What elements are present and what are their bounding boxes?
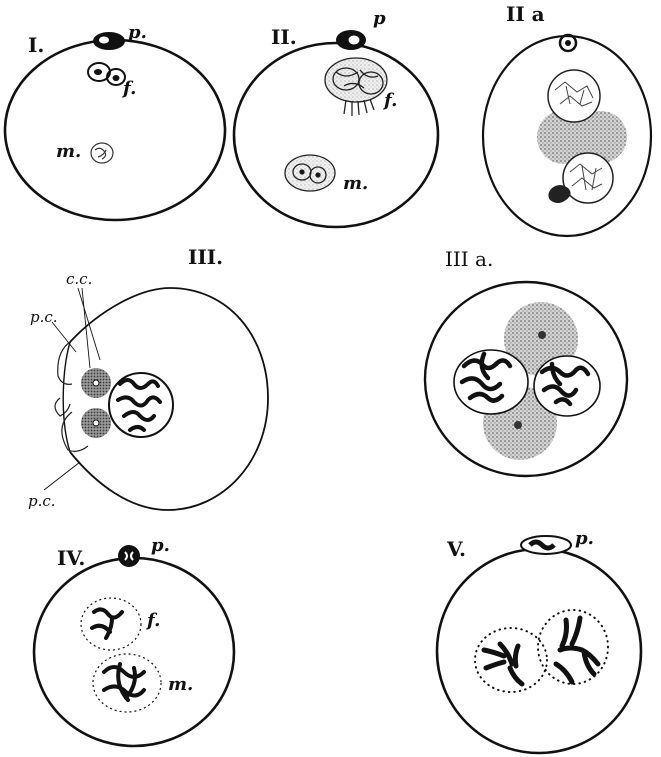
figure-number: V. bbox=[446, 537, 466, 561]
figure-5: V. p. bbox=[437, 528, 641, 753]
figure-3: III. c.c. p.c. p.c. bbox=[28, 245, 268, 510]
nucleus-bottom bbox=[563, 153, 613, 203]
figure-number: II a bbox=[506, 2, 545, 26]
figure-number: III. bbox=[188, 245, 223, 269]
daughter-nucleus-right bbox=[538, 610, 608, 684]
figure-4: IV. p. f. m. bbox=[34, 535, 234, 746]
nucleus-right bbox=[534, 356, 600, 416]
polar-body bbox=[93, 32, 125, 50]
label-female-pronucleus: f. bbox=[382, 90, 397, 111]
label-polar-body: p. bbox=[151, 535, 170, 556]
polar-cells bbox=[55, 342, 88, 451]
label-male-pronucleus: m. bbox=[56, 141, 81, 162]
male-pronucleus bbox=[93, 654, 161, 712]
figure-number: II. bbox=[271, 25, 297, 49]
male-pronucleus bbox=[285, 155, 335, 191]
figure-1: I. p. f. m. bbox=[5, 22, 225, 220]
figure-2: II. p f. m. bbox=[234, 8, 438, 227]
label-polar-body: p bbox=[373, 8, 386, 29]
label-polar-cell-bottom: p.c. bbox=[28, 492, 56, 510]
label-male-pronucleus: m. bbox=[168, 674, 193, 695]
label-female-pronucleus: f. bbox=[145, 610, 160, 631]
polar-fragment bbox=[548, 185, 570, 203]
figure-2a: II a bbox=[483, 2, 651, 236]
label-polar-body: p. bbox=[128, 22, 147, 43]
male-pronucleus bbox=[91, 143, 113, 163]
figure-number: III a. bbox=[445, 247, 493, 271]
polar-body bbox=[118, 545, 140, 567]
label-female-pronucleus: f. bbox=[121, 78, 136, 99]
label-leader-cc-1 bbox=[78, 288, 100, 360]
label-centrosome: c.c. bbox=[66, 270, 92, 288]
egg-cell-outline bbox=[5, 40, 225, 220]
figure-number: I. bbox=[28, 33, 44, 57]
egg-cell-left-edge bbox=[63, 342, 70, 452]
egg-cell-outline bbox=[437, 549, 641, 753]
label-leader-pc-bottom bbox=[44, 462, 80, 490]
egg-cell-outline bbox=[34, 558, 234, 746]
label-male-pronucleus: m. bbox=[343, 173, 368, 194]
female-pronucleus bbox=[81, 598, 141, 650]
daughter-nucleus-left bbox=[475, 628, 547, 692]
figure-number: IV. bbox=[57, 546, 85, 570]
female-pronucleus bbox=[325, 58, 387, 116]
female-pronucleus bbox=[88, 63, 125, 85]
label-polar-cell-top: p.c. bbox=[30, 308, 58, 326]
label-polar-body: p. bbox=[575, 528, 594, 549]
figure-3a: III a. bbox=[425, 247, 627, 476]
